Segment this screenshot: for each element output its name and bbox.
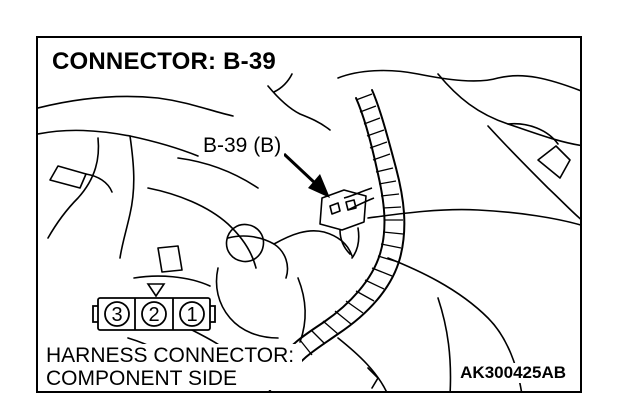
caption-line: COMPONENT SIDE	[46, 367, 237, 390]
diagram-frame: CONNECTOR: B-39 B-39 (B) 3 2 1 HARNESS C…	[36, 36, 582, 393]
sensor-connector-outline	[319, 189, 367, 231]
connector-pin-label: 2	[148, 304, 159, 326]
pin-marker-triangle	[146, 283, 166, 298]
connector-pin-label: 3	[111, 304, 122, 326]
connector-caption: HARNESS CONNECTOR: COMPONENT SIDE	[46, 344, 303, 390]
figure-code: AK300425AB	[456, 363, 570, 383]
callout-label: B-39 (B)	[200, 134, 285, 158]
wire-harness	[287, 89, 406, 379]
diagram-title: CONNECTOR: B-39	[52, 48, 282, 76]
engine-bay-illustration	[38, 69, 580, 391]
callout-arrow	[282, 152, 330, 198]
connector-pin-label: 1	[186, 304, 197, 326]
caption-line: HARNESS CONNECTOR:	[46, 344, 295, 367]
hose-outline-left	[38, 95, 234, 117]
hose-outline-right	[337, 69, 580, 92]
harness-connector-symbol: 3 2 1	[92, 297, 216, 331]
